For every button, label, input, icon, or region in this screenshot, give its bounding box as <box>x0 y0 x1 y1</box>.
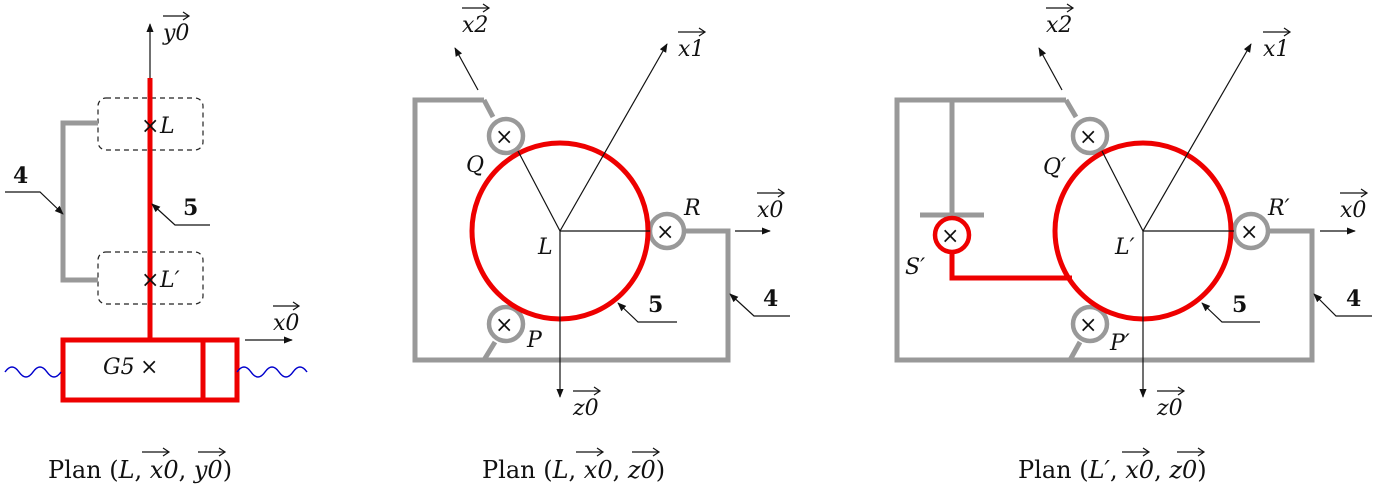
axis-x2-arrow <box>454 47 479 91</box>
panel-plan-xz-prime: × × × × x2 x1 <box>894 3 1372 484</box>
svg-text:x1: x1 <box>678 37 704 62</box>
point-Q-label: Q <box>466 153 484 178</box>
svg-text:x0: x0 <box>757 198 783 223</box>
point-Pp-label: P′ <box>1109 331 1130 356</box>
pivot-Q: × <box>486 116 526 156</box>
point-P-label: P <box>526 328 543 353</box>
point-Qp-label: Q′ <box>1043 155 1066 180</box>
svg-text:x1: x1 <box>1263 37 1289 62</box>
point-Rp-label: R′ <box>1267 196 1290 221</box>
axis-x1-arrow-p3 <box>1142 43 1252 232</box>
axis-x2-label-p3: x2 <box>1046 3 1075 38</box>
frame-4 <box>60 120 98 283</box>
axis-z0-label: z0 <box>572 386 602 421</box>
body-5 <box>60 337 240 403</box>
svg-text:Plan (L, x0, z0): Plan (L, x0, z0) <box>482 456 665 484</box>
wave-left <box>4 366 62 378</box>
pivot-R: × <box>647 211 687 251</box>
axis-x0-label-p3: x0 <box>1340 188 1369 223</box>
caption-panel2: Plan (L, x0, z0) <box>482 447 665 484</box>
caption-panel3: Plan (L′, x0, z0) <box>1018 447 1207 484</box>
link-S <box>949 252 1072 281</box>
bearing-box-Lp <box>97 251 204 305</box>
panel-plan-xy: y0 x0 × L × L′ G5 × 4 5 Plan (L, x0, y0) <box>4 11 308 484</box>
axis-y0-label: y0 <box>162 11 191 46</box>
svg-text:y0: y0 <box>162 21 189 46</box>
point-Lp-label-p3: L′ <box>1114 235 1135 260</box>
radius-Q <box>517 150 561 232</box>
cross-G5: × <box>140 355 158 380</box>
point-L-label-p2: L <box>537 235 553 260</box>
point-Sp-label: S′ <box>905 255 925 280</box>
svg-text:×: × <box>1079 313 1097 338</box>
leader-5 <box>151 203 210 226</box>
axis-x1-label: x1 <box>678 27 707 62</box>
wave-right <box>236 366 308 378</box>
svg-text:×: × <box>1079 125 1097 150</box>
svg-text:×: × <box>495 125 513 150</box>
leader-4 <box>5 191 64 215</box>
frame-4-left <box>412 97 484 363</box>
part-4-label: 4 <box>13 163 28 189</box>
part-4-label-p3: 4 <box>1346 286 1361 312</box>
cross-L: × <box>141 114 159 139</box>
pivot-Sp: × <box>932 215 972 255</box>
svg-text:x0: x0 <box>273 311 299 336</box>
frame-4-right-p3 <box>1070 228 1315 363</box>
part-5-label-p3: 5 <box>1232 292 1247 318</box>
part-5-label-p2: 5 <box>648 292 663 318</box>
cross-Lp: × <box>141 268 159 293</box>
axis-x2-label: x2 <box>462 3 491 38</box>
frame-4-right <box>484 228 731 363</box>
leader-5-p3 <box>1201 302 1260 323</box>
svg-text:×: × <box>1240 220 1258 245</box>
axis-x1-arrow <box>559 43 668 232</box>
svg-text:x2: x2 <box>1046 13 1072 38</box>
point-R-label: R <box>683 196 701 221</box>
leader-5-p2 <box>617 302 677 323</box>
axis-x1-label-p3: x1 <box>1263 27 1292 62</box>
leader-4-p2 <box>729 293 790 317</box>
frame-4-left-p3 <box>894 97 1070 363</box>
axis-x0-label: x0 <box>273 301 301 336</box>
pivot-Qp: × <box>1070 116 1110 156</box>
svg-text:z0: z0 <box>572 396 599 421</box>
svg-text:×: × <box>495 313 513 338</box>
pivot-Rp: × <box>1231 211 1271 251</box>
point-G5-label: G5 <box>103 355 135 380</box>
panel-plan-xz: × × × x2 x1 x0 <box>412 3 790 484</box>
part-4-label-p2: 4 <box>763 286 778 312</box>
bearing-box-L <box>97 97 204 151</box>
svg-text:x0: x0 <box>1340 198 1366 223</box>
svg-text:×: × <box>941 224 959 249</box>
point-L-label: L <box>159 114 175 139</box>
svg-text:×: × <box>656 220 674 245</box>
leader-4-p3 <box>1313 293 1372 317</box>
radius-Qp <box>1101 150 1144 232</box>
pivot-P: × <box>486 304 526 344</box>
caption-panel1: Plan (L, x0, y0) <box>48 447 232 484</box>
part-5-label: 5 <box>183 195 198 221</box>
svg-text:Plan (L′, x0, z0): Plan (L′, x0, z0) <box>1018 456 1207 484</box>
point-Lp-label: L′ <box>159 268 180 293</box>
pivot-Pp: × <box>1070 304 1110 344</box>
axis-z0-label-p3: z0 <box>1156 386 1186 421</box>
svg-text:z0: z0 <box>1156 396 1183 421</box>
svg-text:Plan (L, x0, y0): Plan (L, x0, y0) <box>48 456 232 484</box>
axis-x2-arrow-p3 <box>1038 47 1063 91</box>
svg-text:x2: x2 <box>462 13 488 38</box>
axis-x0-label-p2: x0 <box>757 188 786 223</box>
